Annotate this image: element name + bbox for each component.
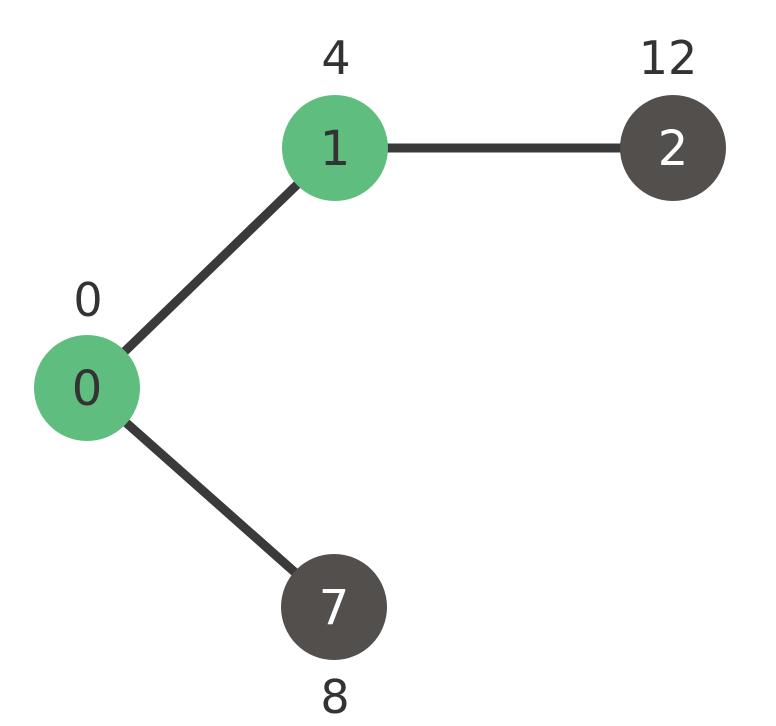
node-label: 2 xyxy=(658,121,689,177)
node-label: 0 xyxy=(72,361,103,417)
graph-edge[interactable] xyxy=(83,144,339,392)
edge-layer xyxy=(83,143,673,611)
node-distance-label: 8 xyxy=(320,670,349,724)
node-layer: 0 1 2 7 xyxy=(34,95,726,660)
graph-node-1[interactable]: 1 xyxy=(282,95,388,201)
graph-node-0[interactable]: 0 xyxy=(34,335,140,441)
node-distance-label: 0 xyxy=(73,273,102,327)
graph-node-7[interactable]: 7 xyxy=(281,554,387,660)
graph-edge[interactable] xyxy=(84,384,337,611)
node-label: 1 xyxy=(320,121,351,177)
node-distance-label: 4 xyxy=(321,31,350,85)
node-circle[interactable] xyxy=(34,335,140,441)
node-circle[interactable] xyxy=(282,95,388,201)
node-label: 7 xyxy=(319,580,350,636)
node-circle[interactable] xyxy=(281,554,387,660)
node-distance-label: 12 xyxy=(639,31,698,85)
node-circle[interactable] xyxy=(620,95,726,201)
graph-node-2[interactable]: 2 xyxy=(620,95,726,201)
